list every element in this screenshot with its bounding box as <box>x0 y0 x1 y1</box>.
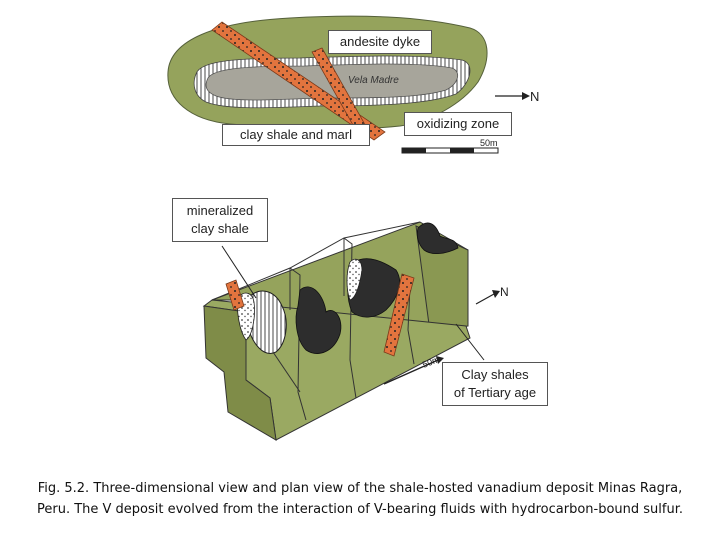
ore-body-1 <box>247 290 287 354</box>
andesite-dyke-label: andesite dyke <box>328 30 432 54</box>
figure-caption: Fig. 5.2. Three-dimensional view and pla… <box>20 478 700 520</box>
scale-bar-top: 50m <box>401 138 499 154</box>
ore-body-3-speckle <box>346 258 363 301</box>
tertiary-shale-label: Clay shales of Tertiary age <box>442 362 548 406</box>
scale-label-top: 50m <box>480 138 498 148</box>
andesite-dyke <box>211 21 386 141</box>
north-arrow-top: N <box>495 89 539 104</box>
mineralized-text-2: clay shale <box>191 221 249 236</box>
ore-body-2 <box>295 286 342 354</box>
caption-line-2: Peru. The V deposit evolved from the int… <box>36 502 684 517</box>
andesite-dyke-text: andesite dyke <box>339 34 421 49</box>
north-label-bottom: N <box>500 285 509 299</box>
dyke-block-2 <box>383 273 415 357</box>
block-view: N 50m <box>202 221 509 441</box>
north-label-top: N <box>530 89 539 104</box>
oxidizing-zone-text: oxidizing zone <box>416 116 500 131</box>
vein-name-label: Vela Madre <box>348 75 399 86</box>
ore-body-4 <box>416 222 459 254</box>
north-arrow-bottom: N <box>475 285 509 305</box>
pointer-mineralized <box>221 245 257 299</box>
tertiary-text-2: of Tertiary age <box>453 385 537 400</box>
dyke-block-1 <box>225 279 245 311</box>
clay-shale-marl-label: clay shale and marl <box>222 124 370 146</box>
clay-shale-marl-text: clay shale and marl <box>240 127 352 142</box>
mineralized-text-1: mineralized <box>186 203 254 218</box>
pointer-tertiary <box>455 323 485 361</box>
mineralized-shale-label: mineralized clay shale <box>172 198 268 242</box>
oxidizing-zone-label: oxidizing zone <box>404 112 512 136</box>
tertiary-text-1: Clay shales <box>461 367 529 382</box>
deposit-diagram: Vela Madre N 50m <box>167 15 539 441</box>
caption-line-1: Fig. 5.2. Three-dimensional view and pla… <box>37 481 683 496</box>
